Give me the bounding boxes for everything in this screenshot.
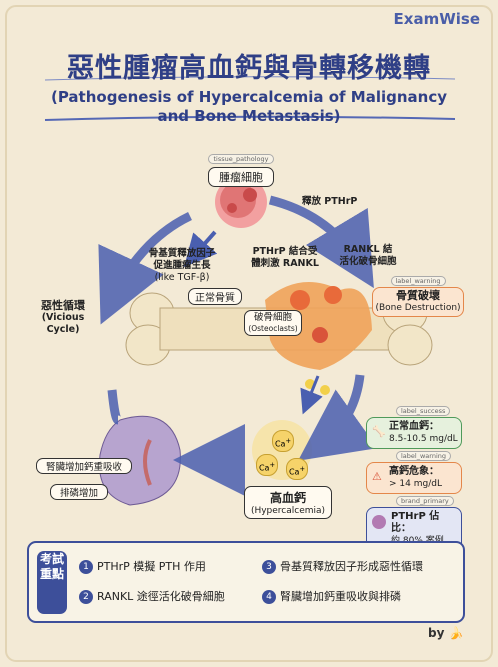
key-point: 3 骨基質釋放因子形成惡性循環 (262, 558, 423, 574)
key-point: 2 RANKL 途徑活化破骨細胞 (79, 588, 225, 604)
label-line: 高血鈣 (269, 491, 306, 505)
key-point-text: RANKL 途徑活化破骨細胞 (97, 590, 225, 603)
pthrp-bind-label: PTHrP 結合受 體刺激 RANKL (244, 246, 326, 270)
bone-destruction-box: 骨質破壞 (Bone Destruction) (372, 287, 464, 317)
number-badge: 3 (262, 560, 276, 574)
number-badge: 1 (79, 560, 93, 574)
subtitle-line: and Bone Metastasis) (157, 107, 341, 125)
label-line: (Osteoclasts) (248, 324, 298, 333)
matrix-factor-label: 骨基質釋放因子 促進腫瘤生長 (like TGF-β) (132, 248, 232, 284)
label-line: 活化破骨細胞 (339, 256, 397, 267)
banana-logo-icon: 🍌 (448, 626, 464, 640)
byline-text: by (428, 626, 445, 640)
ion-label: Ca (258, 463, 270, 473)
normal-bone-label: 正常骨質 (188, 288, 242, 305)
label-line: (Hypercalcemia) (250, 506, 326, 516)
label-line: > 14 mg/dL (389, 479, 442, 489)
key-point-text: 腎臟增加鈣重吸收與排磷 (280, 590, 401, 603)
brand-label: ExamWise (393, 10, 480, 28)
release-pthrp-label: 釋放 PTHrP (302, 196, 358, 207)
label-line: 高鈣危象： (389, 466, 439, 477)
high-calcium-box: ⚠ 高鈣危象： > 14 mg/dL (366, 462, 462, 494)
success-tag: label_success (396, 406, 451, 416)
label-line: 骨基質釋放因子 (148, 248, 216, 259)
tumor-name: 腫瘤細胞 (208, 167, 274, 187)
byline: by 🍌 (428, 626, 464, 640)
label-line: (like TGF-β) (154, 272, 210, 283)
page-title: 惡性腫瘤高血鈣與骨轉移機轉 (67, 53, 431, 84)
subtitle-line: (Pathogenesis of Hypercalcemia of Malign… (50, 88, 447, 106)
key-point-text: 骨基質釋放因子形成惡性循環 (280, 560, 423, 573)
ion-label: Ca (274, 439, 286, 449)
osteoclast-label: 破骨細胞 (Osteoclasts) (244, 310, 302, 336)
calcium-ion: Ca+ (272, 430, 294, 452)
label-line: (Vicious (41, 312, 85, 323)
bone-icon: 🦴 (372, 425, 386, 438)
number-badge: 2 (79, 590, 93, 604)
hypercalcemia-label: 高血鈣 (Hypercalcemia) (244, 486, 332, 519)
ion-label: Ca (288, 467, 300, 477)
tumor-cell-icon (372, 515, 386, 529)
calcium-ion: Ca+ (256, 454, 278, 476)
label-line: 惡性循環 (41, 299, 85, 312)
label-line: 破骨細胞 (253, 312, 292, 323)
number-badge: 4 (262, 590, 276, 604)
calcium-ion: Ca+ (286, 458, 308, 480)
kidney-reabsorption-label: 腎臟增加鈣重吸收 (36, 458, 132, 474)
rankl-label: RANKL 結 活化破骨細胞 (328, 244, 408, 268)
label-line: RANKL 結 (343, 244, 393, 255)
warning-tag: label_warning (396, 451, 451, 461)
high-calcium-card: label_warning ⚠ 高鈣危象： > 14 mg/dL (366, 443, 462, 494)
vicious-cycle-label: 惡性循環 (Vicious Cycle) (28, 300, 98, 336)
bone-destruction-card: label_warning 骨質破壞 (Bone Destruction) (372, 268, 464, 317)
key-points-tag: 考試重點 (37, 551, 67, 614)
label-line: 正常血鈣： (389, 421, 439, 432)
label-line: 骨質破壞 (396, 289, 440, 302)
brand-tag: brand_primary (396, 496, 454, 506)
label-line: Cycle) (46, 324, 80, 335)
warning-icon: ⚠ (372, 470, 382, 483)
label-line: 8.5-10.5 mg/dL (389, 434, 458, 444)
key-point: 1 PTHrP 模擬 PTH 作用 (79, 558, 206, 574)
label-line: 促進腫瘤生長 (153, 260, 211, 271)
label-line: (Bone Destruction) (375, 303, 461, 313)
key-point-text: PTHrP 模擬 PTH 作用 (97, 560, 206, 573)
tumor-tag: tissue_pathology (208, 154, 274, 164)
label-line: 體刺激 RANKL (251, 258, 319, 269)
normal-calcium-box: 🦴 正常血鈣： 8.5-10.5 mg/dL (366, 417, 462, 449)
warning-tag: label_warning (390, 276, 446, 286)
phosphate-excretion-label: 排磷增加 (50, 484, 108, 500)
key-point: 4 腎臟增加鈣重吸收與排磷 (262, 588, 401, 604)
label-line: PTHrP 佔比： (391, 511, 440, 534)
tumor-label: tissue_pathology 腫瘤細胞 (208, 146, 274, 187)
normal-calcium-card: label_success 🦴 正常血鈣： 8.5-10.5 mg/dL (366, 398, 462, 449)
page-subtitle: (Pathogenesis of Hypercalcemia of Malign… (0, 88, 498, 126)
label-line: PTHrP 結合受 (252, 246, 318, 257)
